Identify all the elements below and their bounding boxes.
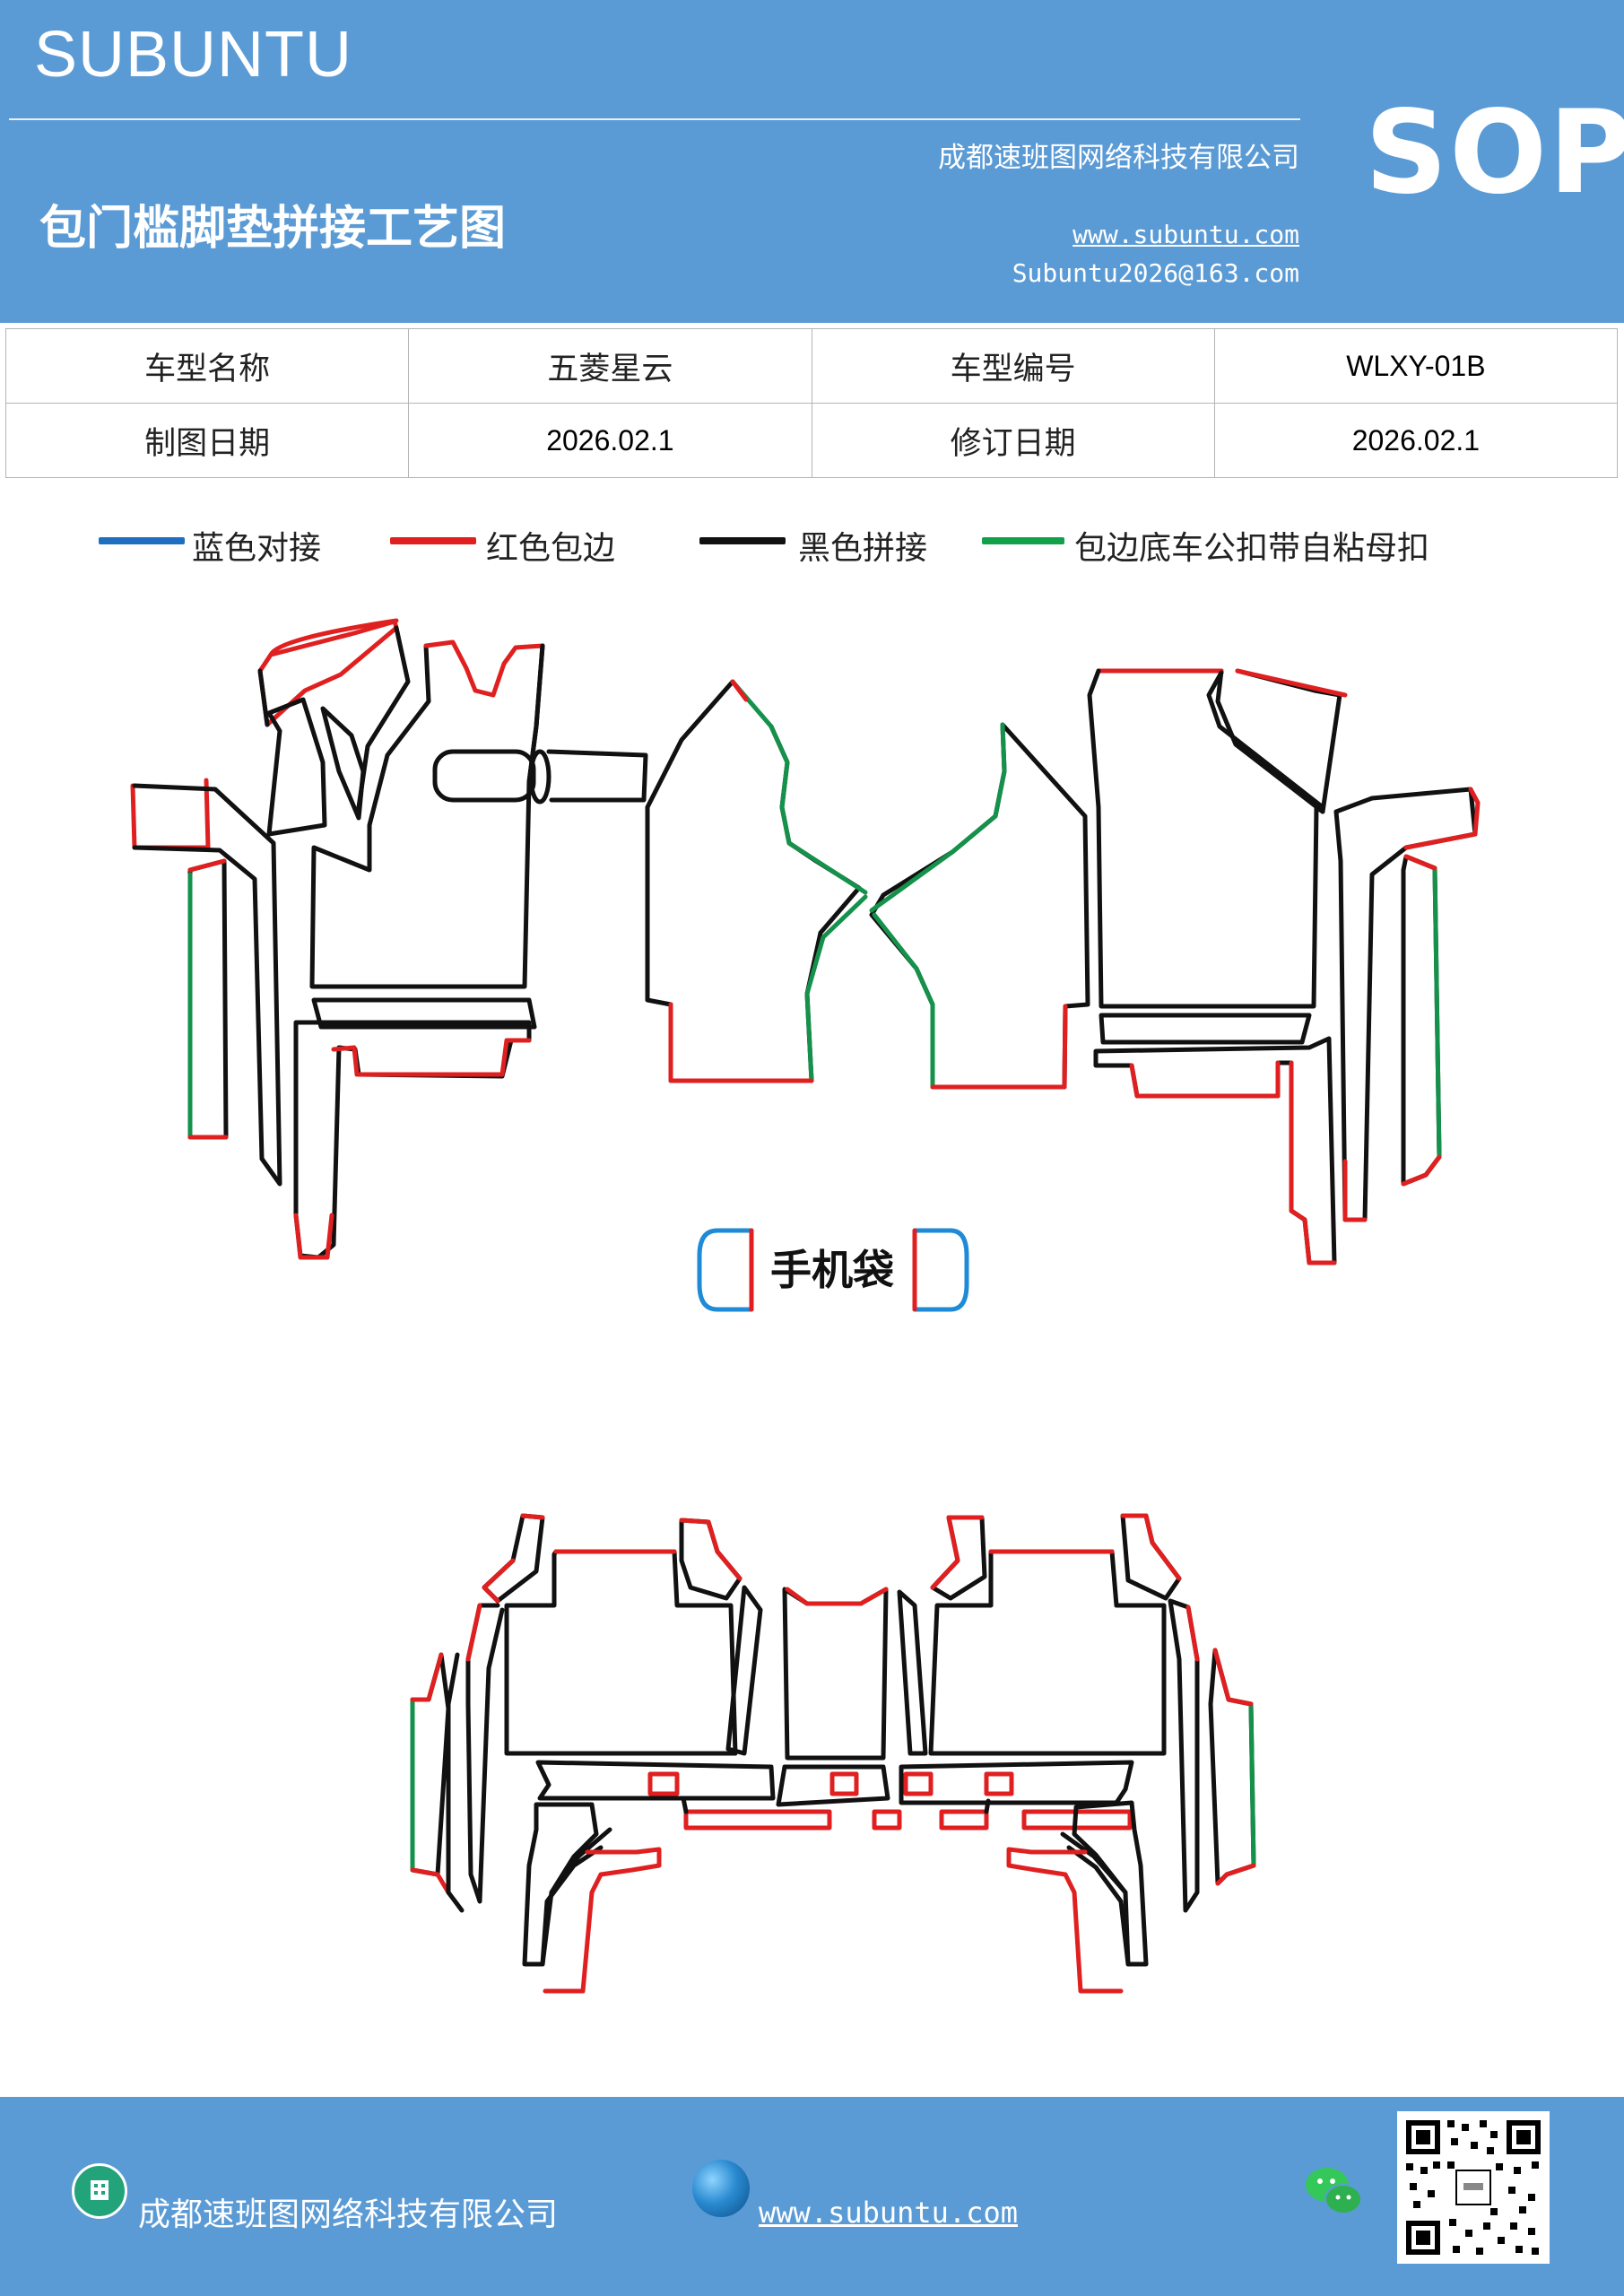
qr-code[interactable] (1397, 2111, 1550, 2264)
revise-date-value: 2026.02.1 (1213, 403, 1619, 478)
mat-piece-bottom-threshold (522, 1760, 1149, 1994)
footer-company-name: 成都速班图网络科技有限公司 (138, 2196, 559, 2233)
legend-label-blue: 蓝色对接 (192, 530, 322, 567)
header-email[interactable]: Subuntu2026@163.com (1012, 258, 1299, 288)
footer-website-link[interactable]: www.subuntu.com (759, 2196, 1018, 2230)
mat-piece-bottom-center (725, 1585, 928, 1761)
header-company-name: 成都速班图网络科技有限公司 (938, 142, 1299, 174)
mat-piece-center-left (645, 679, 868, 1083)
draw-date-value: 2026.02.1 (408, 403, 812, 478)
wechat-icon[interactable] (1302, 2163, 1365, 2221)
building-icon (72, 2163, 127, 2219)
legend-swatch-green (982, 537, 1064, 544)
model-name-label: 车型名称 (4, 328, 410, 404)
legend-label-black: 黑色拼接 (798, 530, 928, 567)
table-row: 制图日期 2026.02.1 修订日期 2026.02.1 (4, 403, 1619, 478)
table-row: 车型名称 五菱星云 车型编号 WLXY-01B (4, 328, 1619, 404)
globe-icon (692, 2160, 750, 2217)
sop-badge: SOP (1365, 86, 1624, 220)
header-divider (9, 118, 1300, 120)
phone-pocket-label: 手机袋 (770, 1246, 894, 1294)
legend-swatch-blue (99, 537, 185, 544)
legend-swatch-red (390, 537, 476, 544)
mat-piece-bottom-right (928, 1513, 1256, 1913)
phone-pocket (697, 1228, 969, 1312)
mat-piece-left-upper (257, 618, 411, 837)
model-code-value: WLXY-01B (1213, 328, 1619, 404)
footer-banner: 成都速班图网络科技有限公司 www.subuntu.com (0, 2097, 1624, 2296)
mat-piece-right-side (1333, 787, 1481, 1222)
model-code-label: 车型编号 (811, 328, 1215, 404)
mat-piece-center-right (869, 722, 1090, 1090)
mat-piece-left-side (130, 778, 282, 1187)
header-banner: SUBUNTU 包门槛脚垫拼接工艺图 成都速班图网络科技有限公司 www.sub… (0, 0, 1624, 323)
model-name-value: 五菱星云 (408, 328, 812, 404)
vehicle-info-table: 车型名称 五菱星云 车型编号 WLXY-01B 制图日期 2026.02.1 修… (4, 328, 1619, 478)
draw-date-label: 制图日期 (4, 403, 410, 478)
legend-swatch-black (699, 537, 786, 544)
legend-label-red: 红色包边 (486, 530, 616, 567)
legend-label-green: 包边底车公扣带自粘母扣 (1074, 530, 1430, 567)
color-legend: 蓝色对接 红色包边 黑色拼接 包边底车公扣带自粘母扣 (0, 522, 1624, 576)
page-title: 包门槛脚垫拼接工艺图 (39, 201, 507, 256)
mat-piece-left-main (293, 639, 648, 1260)
revise-date-label: 修订日期 (811, 403, 1215, 478)
mat-piece-right-main (1087, 668, 1348, 1265)
header-website-link[interactable]: www.subuntu.com (1073, 220, 1299, 249)
brand-logo-text: SUBUNTU (34, 19, 353, 91)
